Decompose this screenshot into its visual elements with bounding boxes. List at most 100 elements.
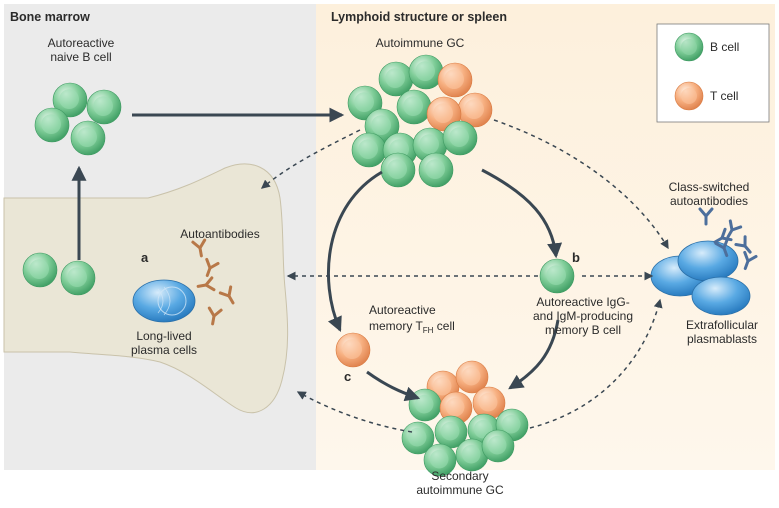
class-switched-antibody-1-arm-right	[704, 207, 714, 218]
letter-c: c	[344, 369, 351, 384]
autoantibody-3	[218, 285, 235, 305]
gc-cell-13	[380, 152, 416, 188]
class-switched-antibody-6	[714, 237, 729, 258]
plasma-cells-label-line1: Long-lived	[136, 329, 191, 343]
autoantibody-2	[205, 257, 220, 278]
autoantibody-4	[196, 276, 216, 292]
naive-b-cell-3	[34, 107, 70, 143]
gc-cell-9-nucleus	[358, 139, 379, 160]
class-switched-antibody-3-arm-left	[734, 242, 747, 248]
secondary-gc-label-line1: Secondary	[431, 469, 488, 483]
plasma-cell-er	[157, 286, 171, 316]
legend-b-cell-label: B cell	[710, 40, 739, 54]
letter-b: b	[572, 250, 580, 265]
class-switched-label-line2: autoantibodies	[670, 194, 748, 208]
extrafollicular-plasmablasts	[650, 240, 751, 316]
precursor-b-cell-2	[60, 260, 96, 296]
legend-box	[656, 23, 770, 123]
gc-cell-6	[437, 62, 473, 98]
class-switched-antibody-6-arm-left	[714, 241, 726, 250]
class-switched-antibody-5-arm-left	[743, 250, 750, 263]
gc-cell-6-nucleus	[444, 69, 465, 90]
secondary-gc-cell-10-nucleus	[429, 449, 449, 469]
tfh-label-line2: memory TFH cell	[369, 319, 455, 335]
class-switched-antibody-4-arm-left	[720, 227, 727, 240]
gc-cell-4-nucleus	[371, 115, 392, 136]
naive-b-label-line2: naive B cell	[50, 50, 111, 64]
tfh-label-text: memory T	[369, 319, 423, 333]
gc-cell-9	[351, 132, 387, 168]
autoantibody-1-arm-right	[198, 238, 207, 250]
precursor-b-cell-1-nucleus	[29, 259, 50, 280]
tfh-subscript: FH	[423, 326, 434, 335]
dashed-arrows	[260, 119, 669, 433]
antibody-layer	[191, 207, 758, 326]
plasma-cells-label-line2: plasma cells	[131, 343, 197, 357]
naive-b-cell-3-nucleus	[41, 114, 62, 135]
class-switched-antibody-6-arm-right	[722, 237, 729, 250]
class-switched-antibody-1	[698, 207, 714, 226]
tfh-label-suffix: cell	[433, 319, 454, 333]
autoimmune-gc-label: Autoimmune GC	[376, 36, 465, 50]
naive-b-cell-1-nucleus	[59, 89, 80, 110]
gc-cell-14	[418, 152, 454, 188]
class-switched-antibody-5-arm-right	[746, 254, 758, 263]
secondary-gc-cell-3	[408, 388, 442, 422]
letter-a: a	[141, 250, 149, 265]
dashed-secondary-gc-to-plasmablasts	[529, 298, 663, 429]
class-switched-label-line1: Class-switched	[669, 180, 750, 194]
lymphoid-title: Lymphoid structure or spleen	[331, 10, 507, 24]
gc-cell-1-nucleus	[354, 92, 375, 113]
autoantibody-4-arm-left	[204, 276, 214, 287]
autoantibody-2-arm-right	[208, 261, 220, 270]
autoantibody-5-arm-right	[212, 308, 223, 318]
memory-tfh-cell	[335, 332, 371, 368]
memory-b-label-line1: Autoreactive IgG-	[536, 295, 629, 309]
autoantibody-1	[191, 238, 207, 258]
plasma-cell-body	[132, 279, 196, 323]
class-switched-antibody-2-arm-left	[728, 219, 734, 232]
autoantibody-1-arm-left	[191, 240, 202, 250]
autoantibody-4-arm-right	[204, 283, 216, 292]
secondary-gc-cell-1-nucleus	[432, 376, 452, 396]
naive-b-cell-2-nucleus	[93, 96, 114, 117]
secondary-gc-cell-9-nucleus	[501, 414, 521, 434]
gc-cell-7-nucleus	[464, 99, 485, 120]
secondary-gc-cell-7-nucleus	[440, 421, 460, 441]
gc-cell-11-nucleus	[419, 134, 440, 155]
arrow-memory-b-to-secondary-gc	[508, 319, 560, 390]
secondary-gc-label-line2: autoimmune GC	[416, 483, 504, 497]
gc-cell-13-nucleus	[387, 159, 408, 180]
gc-cell-8-nucleus	[433, 103, 454, 124]
secondary-gc-cell-5	[472, 386, 506, 420]
class-switched-antibody-5	[743, 250, 758, 271]
gc-cell-2	[378, 61, 414, 97]
secondary-gc-cell-12-nucleus	[487, 435, 507, 455]
secondary-gc-cell-2-nucleus	[461, 366, 481, 386]
dashed-gc-to-plasmablasts	[493, 119, 669, 250]
naive-b-cell-4	[70, 120, 106, 156]
class-switched-antibody-2	[726, 219, 743, 239]
legend-t-cell-swatch-core	[681, 88, 697, 104]
naive-b-cell-2	[86, 89, 122, 125]
secondary-gc-cell-4-nucleus	[445, 397, 465, 417]
autoantibody-5-arm-left	[207, 306, 216, 318]
gc-cell-5	[396, 89, 432, 125]
arrow-tfh-to-secondary-gc	[366, 370, 421, 402]
gc-cell-3	[408, 54, 444, 90]
secondary-gc-cell-6-nucleus	[407, 427, 427, 447]
legend-b-cell-swatch-core	[681, 39, 697, 55]
naive-b-label-line1: Autoreactive	[48, 36, 115, 50]
precursor-b-cell-2-nucleus	[67, 267, 88, 288]
extrafollicular-label-line2: plasmablasts	[687, 332, 757, 346]
legend: B cell T cell	[656, 23, 770, 123]
secondary-gc-cell-12	[481, 429, 515, 463]
gc-cell-12	[442, 120, 478, 156]
memory-b-label-line2: and IgM-producing	[533, 309, 633, 323]
secondary-gc-cell-7	[434, 415, 468, 449]
memory-b-label-line3: memory B cell	[545, 323, 621, 337]
precursor-b-cell-1	[22, 252, 58, 288]
secondary-gc-cell-11	[455, 438, 489, 472]
solid-arrows	[71, 107, 563, 402]
